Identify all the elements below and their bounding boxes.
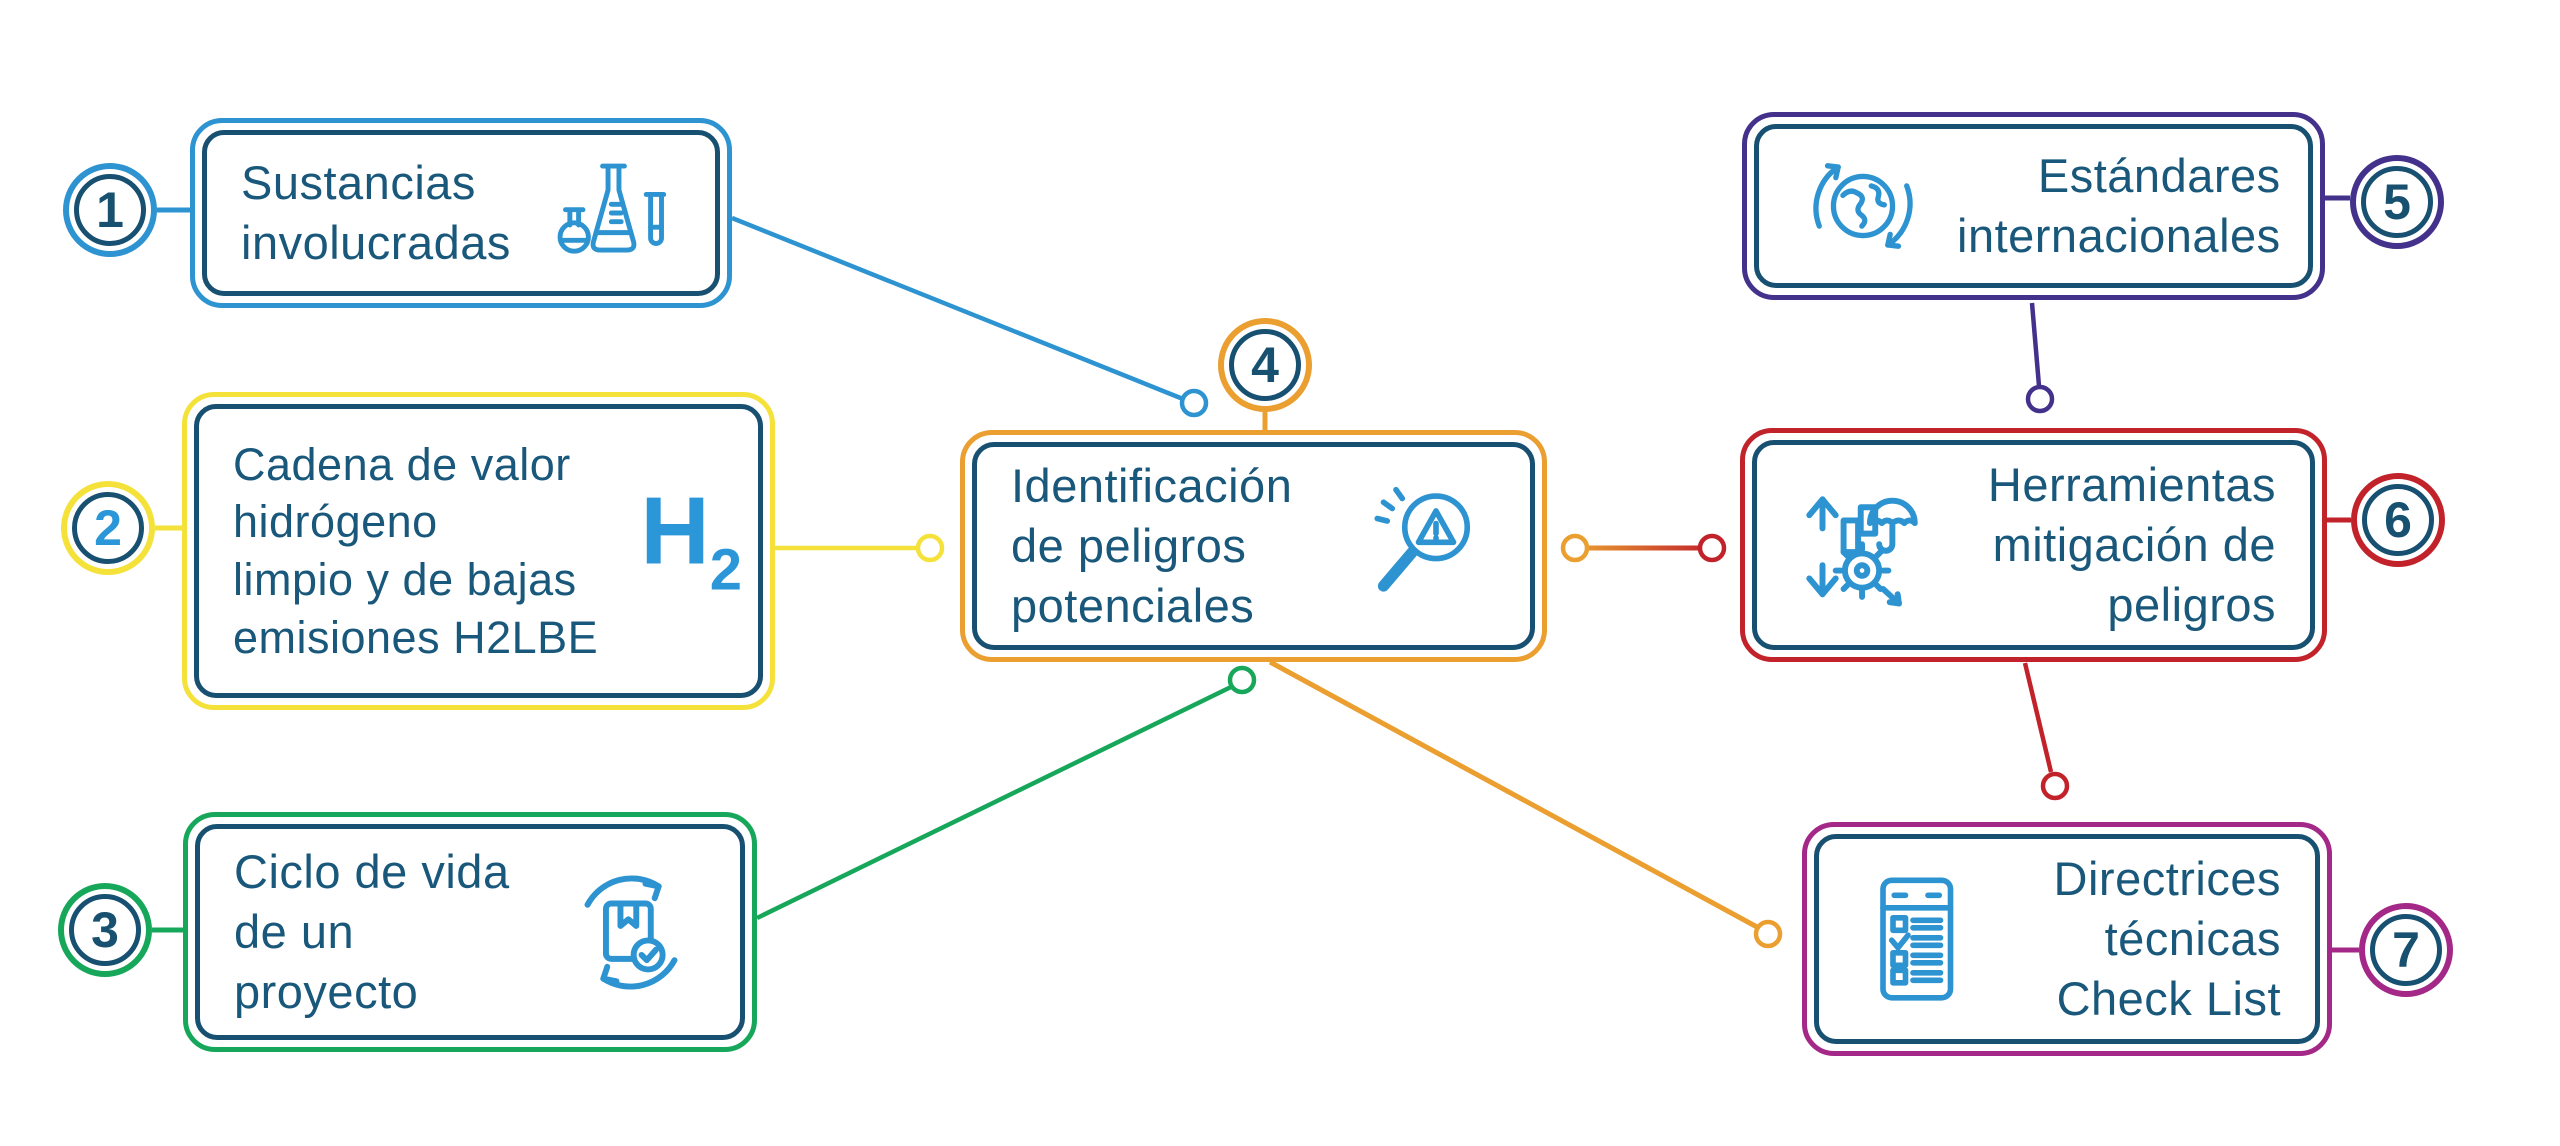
- badge-3: 3: [58, 883, 152, 977]
- badge-6-number: 6: [2384, 492, 2412, 548]
- connector-3-to-4: [756, 665, 1257, 921]
- connector-5-to-6: [2025, 302, 2055, 414]
- node-6-label: Herramientas mitigación de peligros: [1987, 457, 2276, 632]
- node-cadena-de-valor-h2lbe: Cadena de valor hidrógeno limpio y de ba…: [182, 392, 775, 710]
- badge-7: 7: [2359, 903, 2453, 997]
- connector-4-to-7: [1268, 659, 1783, 949]
- mitigation-tools-icon: [1791, 473, 1941, 618]
- node-7-label: Directrices técnicas Check List: [2053, 851, 2281, 1026]
- connector-1-to-4: [731, 215, 1209, 418]
- badge-4: 4: [1218, 318, 1312, 412]
- badge-3-number: 3: [91, 902, 119, 958]
- node-2-label: Cadena de valor hidrógeno limpio y de ba…: [233, 438, 599, 663]
- node-identificacion-peligros: Identificación de peligros potenciales: [960, 430, 1547, 662]
- globe-icon: [1793, 141, 1933, 271]
- badge-2-number: 2: [94, 500, 122, 556]
- badge-2: 2: [61, 481, 155, 575]
- node-3-label: Ciclo de vida de un proyecto: [234, 844, 510, 1019]
- node-estandares-internacionales: Estándares internacionales: [1742, 112, 2325, 300]
- chemistry-flasks-icon: [546, 153, 681, 273]
- node-directrices-checklist: Directrices técnicas Check List: [1802, 822, 2332, 1056]
- node-1-label: Sustancias involucradas: [241, 155, 511, 269]
- badge-5-number: 5: [2383, 174, 2411, 230]
- node-ciclo-de-vida: Ciclo de vida de un proyecto: [183, 812, 757, 1052]
- badge-1: 1: [63, 163, 157, 257]
- node-5-label: Estándares internacionales: [1957, 148, 2281, 262]
- connector-4-to-6: [1560, 533, 1727, 563]
- checklist-icon: [1853, 869, 1978, 1009]
- node-4-label: Identificación de peligros potenciales: [1011, 458, 1293, 633]
- badge-4-number: 4: [1251, 337, 1279, 393]
- badge-1-number: 1: [96, 182, 124, 238]
- badge-5: 5: [2350, 155, 2444, 249]
- badge-6: 6: [2351, 473, 2445, 567]
- badge-7-number: 7: [2392, 922, 2420, 978]
- connector-2-to-4: [775, 533, 945, 563]
- node-sustancias-involucradas: Sustancias involucradas: [190, 118, 732, 308]
- connector-6-to-7: [2022, 662, 2070, 801]
- hazard-magnifier-icon: [1346, 476, 1496, 616]
- node-herramientas-mitigacion: Herramientas mitigación de peligros: [1740, 428, 2327, 662]
- lifecycle-icon: [556, 860, 706, 1005]
- h2-hydrogen-icon: H2: [640, 477, 742, 603]
